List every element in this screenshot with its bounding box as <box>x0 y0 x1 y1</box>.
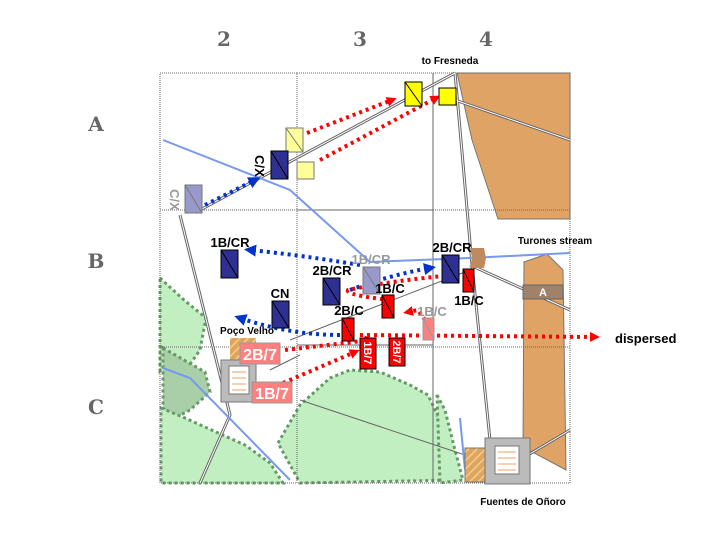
unit-1b-c-mid[interactable] <box>381 294 395 319</box>
unit-1b-cr[interactable] <box>220 249 239 279</box>
unit-2b-7-red-label: 2B/7 <box>390 340 402 363</box>
unit-1b-cr-ghost-label: 1B/CR <box>351 252 391 267</box>
arrow-1bcr-retreat <box>244 244 361 267</box>
unit-cn-label: CN <box>271 286 290 301</box>
bridge-icon <box>470 248 486 268</box>
stream-se <box>459 417 466 471</box>
unit-1b-cr-label: 1B/CR <box>210 235 250 250</box>
unit-1b-7-red[interactable] <box>359 337 377 370</box>
unit-1b-c-right[interactable] <box>462 268 475 293</box>
woods-right-edge <box>435 394 465 485</box>
arrow-1b7-advance <box>282 349 360 385</box>
unit-2b-c[interactable] <box>341 317 355 342</box>
village-fuentes-de-onoro <box>464 437 531 485</box>
arrow-yellow-upper <box>306 97 397 135</box>
streams <box>162 139 571 481</box>
arrow-yellow-lower <box>319 95 441 162</box>
label-turones-stream: Turones stream <box>518 236 592 247</box>
high-ground-north <box>456 72 571 220</box>
unit-2b-cr-right-label: 2B/CR <box>432 240 472 255</box>
woods-west-lower <box>159 405 286 485</box>
unit-yellow-ghost-upper[interactable] <box>285 127 304 153</box>
unit-1b-7-red-label: 1B/7 <box>361 341 373 364</box>
unit-2b-7-label: 2B/7 <box>243 347 277 364</box>
unit-1b-c-mid-label: 1B/C <box>375 281 405 296</box>
unit-cx[interactable] <box>270 150 289 180</box>
arrow-cx-advance <box>204 177 261 207</box>
unit-2b-c-label: 2B/C <box>334 303 364 318</box>
movement-arrows <box>204 95 600 385</box>
row-label-c: C <box>88 395 104 419</box>
unit-1b-7-label: 1B/7 <box>255 386 289 403</box>
column-label-3: 3 <box>353 27 367 51</box>
row-label-a: A <box>87 112 104 136</box>
unit-2b-7-box[interactable] <box>239 342 281 365</box>
arrow-2bcr-advance <box>349 263 436 292</box>
unit-1b-c-ghost-label: 1B/C <box>417 304 447 319</box>
unit-cn[interactable] <box>271 300 290 329</box>
unit-cx-ghost[interactable] <box>184 184 203 214</box>
unit-2b-7-red[interactable] <box>388 337 406 367</box>
unit-1b-c-right-label: 1B/C <box>454 293 484 308</box>
unit-cx-ghost-label: C/X <box>167 189 182 211</box>
stream-sw <box>162 367 291 481</box>
label-to-fresneda: to Fresneda <box>422 56 479 67</box>
unit-yellow-ghost-lower[interactable] <box>296 161 315 180</box>
label-poco-velho: Poço Velho <box>220 326 274 337</box>
unit-yellow-upper[interactable] <box>404 81 423 107</box>
unit-2b-cr-mid[interactable] <box>322 277 341 306</box>
position-a-box <box>522 284 564 300</box>
arrow-cn-retreat <box>234 314 341 337</box>
unit-1b-cr-ghost[interactable] <box>362 266 381 295</box>
unit-cx-label: C/X <box>252 155 267 177</box>
arrow-2b7-advance <box>284 335 375 352</box>
unit-2b-cr-mid-label: 2B/CR <box>312 263 352 278</box>
label-fuentes-de-onoro: Fuentes de Oñoro <box>480 497 566 508</box>
arrow-1bc-advance <box>345 270 460 302</box>
column-label-2: 2 <box>217 27 231 51</box>
unit-2b-cr-right[interactable] <box>441 254 460 284</box>
unit-1b-7-box[interactable] <box>251 381 293 404</box>
row-label-b: B <box>88 249 105 273</box>
unit-yellow-lower[interactable] <box>438 87 457 106</box>
position-a-label: A <box>539 287 547 299</box>
stream-diagonal <box>162 139 371 263</box>
column-label-4: 4 <box>479 27 493 51</box>
turones-stream <box>369 252 571 263</box>
label-dispersed: dispersed <box>615 331 676 346</box>
unit-1b-c-ghost[interactable] <box>422 317 435 341</box>
